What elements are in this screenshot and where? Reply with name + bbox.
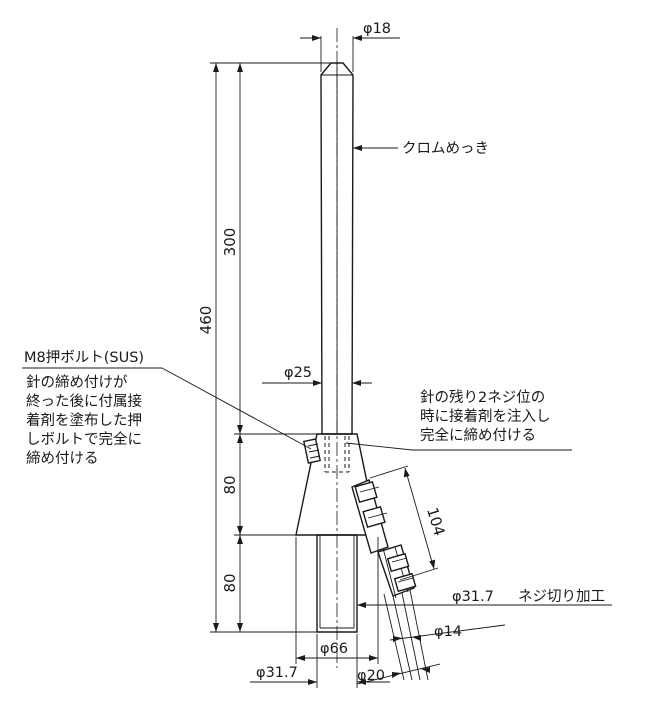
label-bolt-title: M8押ボルト(SUS): [24, 349, 144, 366]
hidden-thread-hole: [324, 436, 350, 473]
label-bracket-rod-diameter: φ14: [434, 624, 462, 640]
dim-bracket-extension-lines: [383, 589, 429, 681]
label-tip-diameter: φ18: [363, 21, 391, 37]
bolt-note-line: 針の締め付けが: [26, 374, 128, 391]
label-thread-diameter: φ31.7: [256, 665, 298, 681]
dim-bracket-length: [369, 465, 439, 581]
adhesive-note-line: 完全に締め付ける: [420, 426, 536, 444]
label-bracket-length: 104: [423, 505, 449, 538]
dim-cone-length: [237, 434, 243, 535]
adhesive-note-line: 針の残り2ネジ位の: [420, 389, 545, 406]
bolt-note-line: 終った後に付属接: [26, 393, 142, 410]
dim-thread-diameter: [250, 634, 390, 688]
bolt-note-line: 締め付ける: [26, 450, 99, 467]
label-rod-length: 300: [221, 228, 239, 257]
rod: [320, 62, 354, 435]
label-thread-note-diameter: φ31.7: [452, 589, 494, 605]
dim-bracket-rod-diameter: [389, 624, 506, 642]
label-thread-note-text: ネジ切り加工: [518, 588, 605, 605]
adhesive-note-line: 時に接着剤を注入し: [420, 408, 551, 425]
label-thread-length: 80: [221, 573, 239, 592]
label-cone-length: 80: [221, 475, 239, 494]
adhesive-note: 針の残り2ネジ位の 時に接着剤を注入し 完全に締め付ける: [420, 389, 551, 444]
plating-leader: [353, 145, 398, 151]
bolt-note: 針の締め付けが 終った後に付属接 着剤を塗布した押 しボルトで完全に 締め付ける: [26, 374, 142, 467]
label-total-length: 460: [197, 306, 215, 335]
threaded-shank: [316, 534, 358, 633]
dim-rod-length: [237, 63, 243, 434]
label-cone-base-diameter: φ66: [320, 641, 348, 657]
dim-bracket-pipe-diameter: [356, 663, 441, 685]
thread-note-leader: [357, 602, 612, 608]
label-plating: クロムめっき: [402, 140, 489, 157]
bolt-leader: [22, 367, 312, 450]
adhesive-leader: [345, 442, 572, 451]
m8-push-bolt: [303, 438, 321, 464]
dim-tip-diameter: [300, 35, 400, 72]
dim-rod-base-diameter: [262, 378, 372, 432]
dim-thread-length: [237, 535, 243, 632]
dim-vertical-extension-lines: [210, 62, 330, 633]
mounting-bracket: [351, 479, 417, 599]
dim-cone-base-diameter: [295, 537, 379, 664]
bolt-note-line: 着剤を塗布した押: [26, 411, 142, 429]
bolt-note-line: しボルトで完全に: [26, 430, 142, 448]
dim-total-length: [213, 63, 219, 632]
label-rod-base-diameter: φ25: [284, 365, 312, 381]
